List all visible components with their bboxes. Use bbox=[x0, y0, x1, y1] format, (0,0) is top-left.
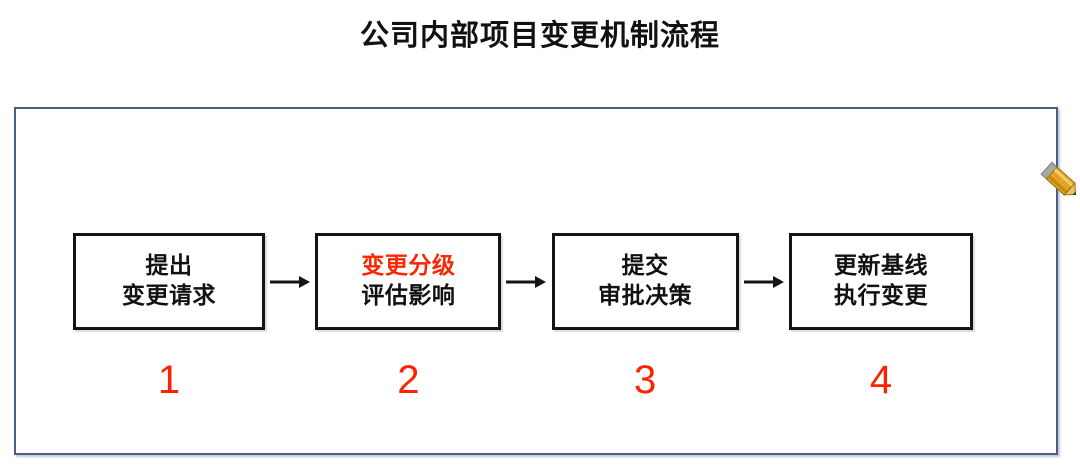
flowchart: 提出 变更请求 变更分级 评估影响 提交 审批决策 更新基线 执行变更 bbox=[73, 233, 973, 330]
flow-node-2-line2: 评估影响 bbox=[361, 282, 456, 309]
arrow-1-to-2 bbox=[265, 233, 315, 330]
step-number-3: 3 bbox=[634, 358, 657, 402]
flow-node-4-line2: 执行变更 bbox=[833, 282, 928, 309]
step-number-row: 1 2 3 4 bbox=[73, 360, 973, 410]
arrow-2-to-3 bbox=[501, 233, 551, 330]
flow-node-1-line2: 变更请求 bbox=[122, 282, 216, 309]
flow-node-4[interactable]: 更新基线 执行变更 bbox=[788, 233, 973, 330]
step-number-2: 2 bbox=[397, 358, 420, 402]
flow-node-1-line1: 提出 bbox=[145, 253, 193, 280]
arrow-3-to-4 bbox=[739, 233, 789, 330]
step-number-4: 4 bbox=[869, 358, 893, 402]
flow-node-1[interactable]: 提出 变更请求 bbox=[73, 233, 265, 330]
flow-node-3-line2: 审批决策 bbox=[598, 282, 693, 309]
flow-node-4-line1: 更新基线 bbox=[833, 253, 928, 280]
page-title: 公司内部项目变更机制流程 bbox=[359, 18, 720, 52]
flow-node-2[interactable]: 变更分级 评估影响 bbox=[315, 233, 502, 330]
step-number-1: 1 bbox=[157, 358, 181, 402]
flow-node-3[interactable]: 提交 审批决策 bbox=[551, 233, 739, 330]
flow-node-2-line1: 变更分级 bbox=[361, 253, 456, 280]
flow-node-3-line1: 提交 bbox=[621, 253, 669, 280]
